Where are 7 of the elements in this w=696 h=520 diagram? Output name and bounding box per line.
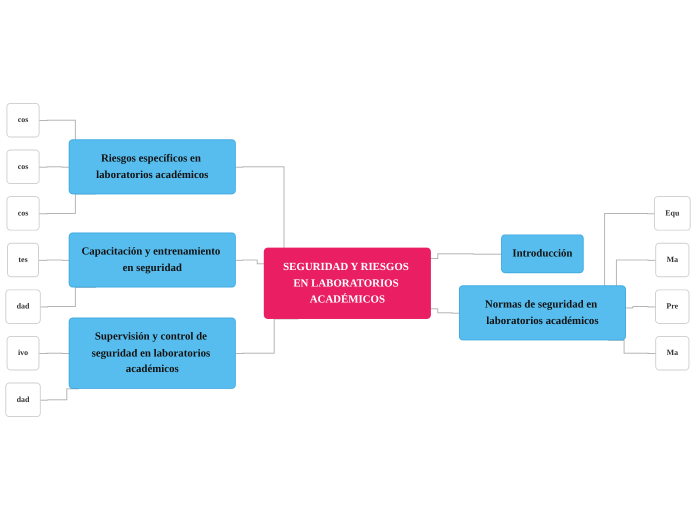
- connector: [625, 306, 656, 308]
- connector: [430, 308, 460, 314]
- connector: [235, 260, 266, 264]
- connector: [39, 166, 70, 168]
- connector: [430, 253, 502, 259]
- connector: [38, 352, 70, 354]
- connector: [38, 260, 70, 261]
